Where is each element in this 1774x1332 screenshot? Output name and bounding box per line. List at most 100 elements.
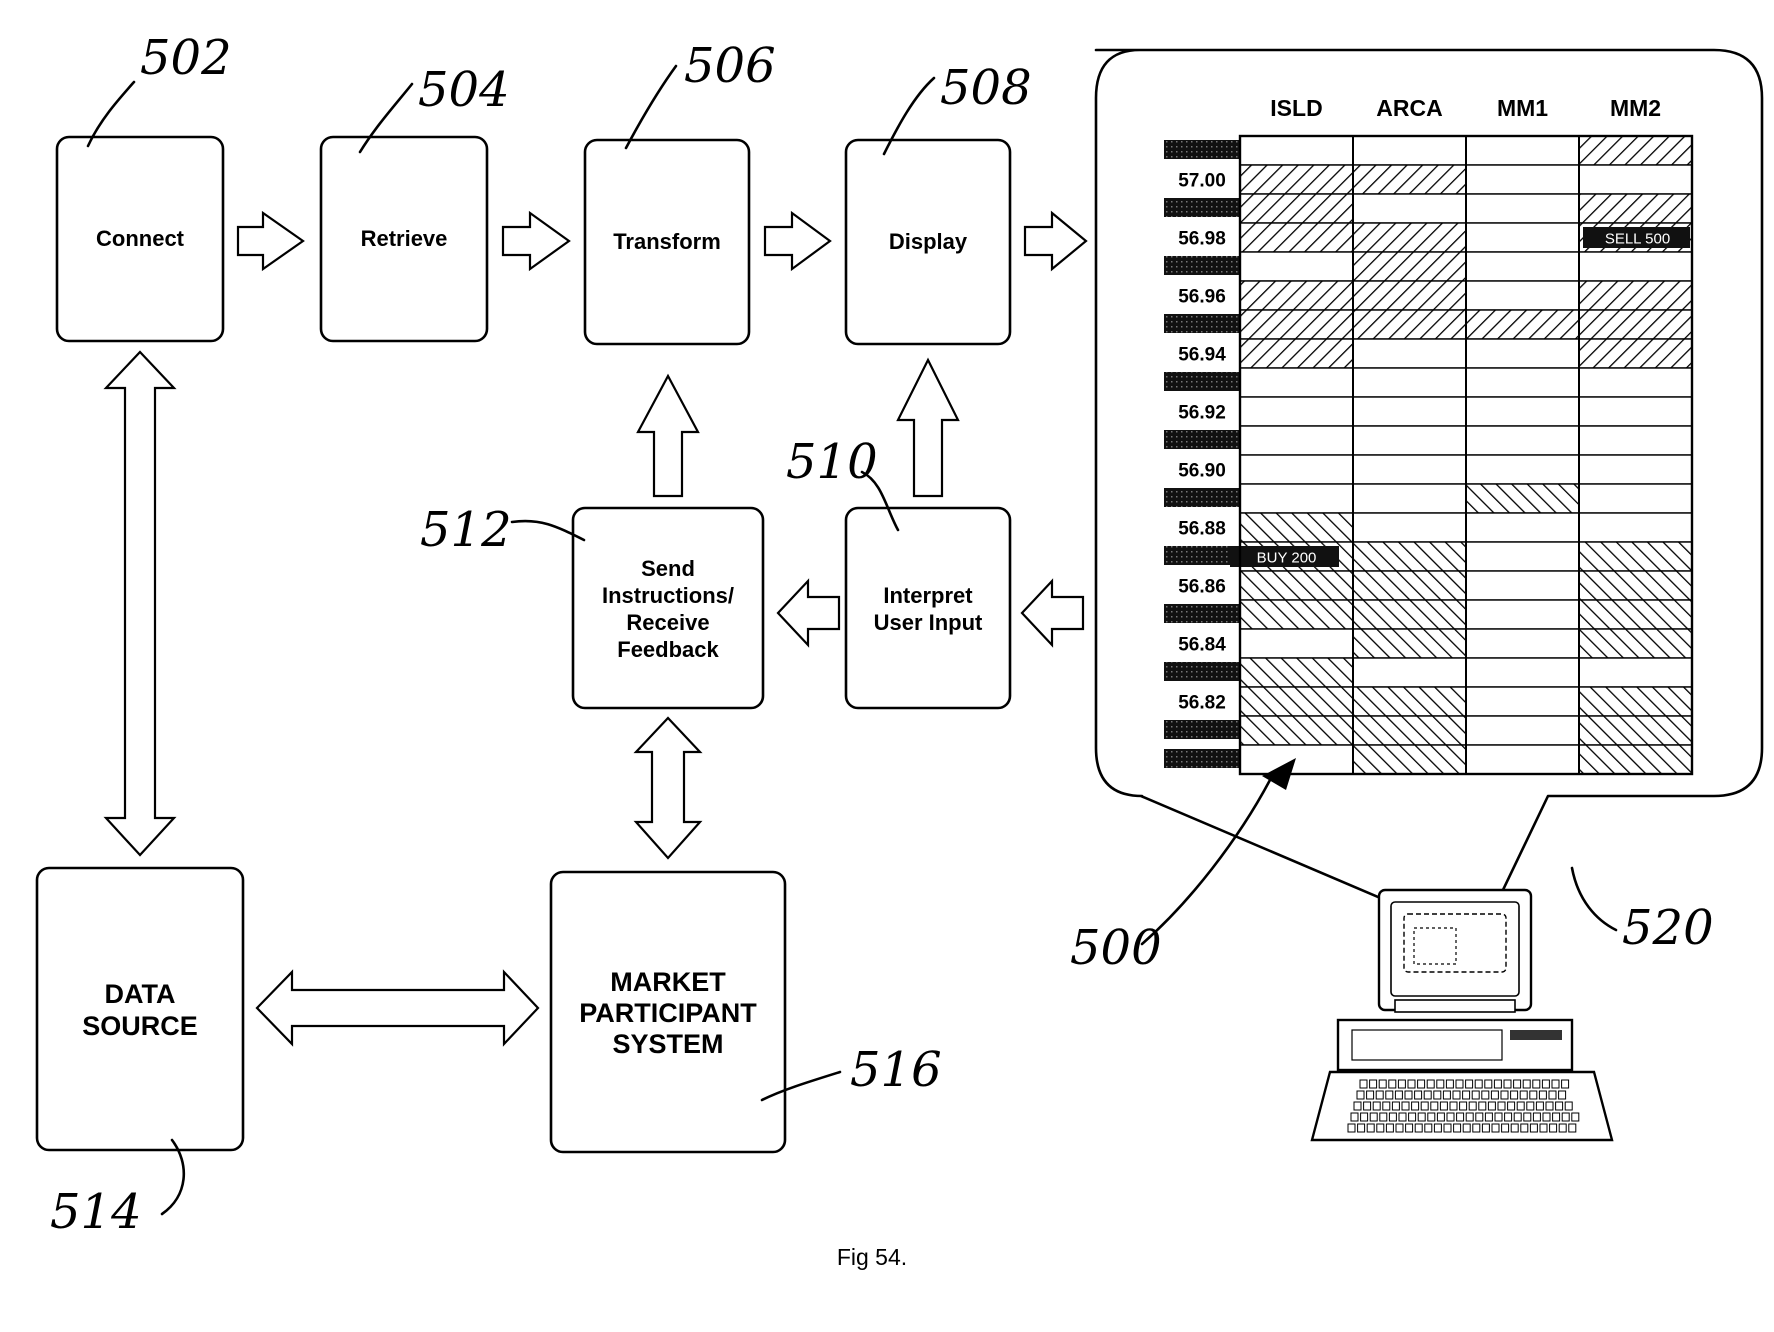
send-label-line2: Instructions/ [602, 583, 734, 608]
grid-cell [1240, 252, 1353, 281]
retrieve-box: Retrieve [321, 137, 487, 341]
market-participant-box: MARKET PARTICIPANT SYSTEM [551, 872, 785, 1152]
keyboard-key [1488, 1102, 1495, 1110]
price-separator-bar [1164, 720, 1240, 739]
keyboard-key [1505, 1113, 1512, 1121]
grid-cell [1353, 223, 1466, 252]
keyboard-key [1409, 1113, 1416, 1121]
grid-cell [1466, 542, 1579, 571]
grid-cell [1579, 542, 1692, 571]
grid-cell [1579, 397, 1692, 426]
grid-cell [1466, 687, 1579, 716]
keyboard-key [1466, 1080, 1473, 1088]
keyboard-key [1431, 1102, 1438, 1110]
price-label: 56.86 [1178, 577, 1226, 598]
grid-cell [1466, 368, 1579, 397]
ref-506: 506 [684, 38, 776, 94]
grid-cell [1579, 426, 1692, 455]
keyboard-key [1540, 1124, 1547, 1132]
grid-cell [1240, 716, 1353, 745]
grid-cell [1466, 600, 1579, 629]
keyboard-key [1559, 1091, 1566, 1099]
arrow-connect-datasource [106, 352, 174, 855]
keyboard-key [1453, 1091, 1460, 1099]
keyboard-key [1415, 1124, 1422, 1132]
keyboard-key [1460, 1102, 1467, 1110]
connect-label: Connect [96, 226, 185, 251]
grid-cell [1466, 426, 1579, 455]
grid-cell [1353, 629, 1466, 658]
keyboard-key [1408, 1080, 1415, 1088]
keyboard-key [1360, 1080, 1367, 1088]
grid-cell [1579, 252, 1692, 281]
leader-520 [1572, 868, 1616, 930]
grid-cell [1240, 223, 1353, 252]
ref-516: 516 [850, 1042, 942, 1098]
grid-cell [1240, 426, 1353, 455]
grid-cell [1353, 600, 1466, 629]
keyboard-key [1370, 1080, 1377, 1088]
ref-504: 504 [418, 62, 510, 118]
transform-label: Transform [613, 229, 721, 254]
ref-502: 502 [140, 30, 232, 86]
grid-cell [1466, 165, 1579, 194]
keyboard-key [1494, 1080, 1501, 1088]
keyboard-key [1406, 1124, 1413, 1132]
grid-cell [1579, 629, 1692, 658]
column-header-isld: ISLD [1270, 95, 1322, 121]
keyboard-key [1559, 1124, 1566, 1132]
keyboard-key [1485, 1080, 1492, 1088]
price-separator-bar [1164, 140, 1240, 159]
price-separator-bar [1164, 488, 1240, 507]
keyboard-key [1543, 1113, 1550, 1121]
ref-510: 510 [786, 434, 878, 490]
grid-cell [1579, 600, 1692, 629]
buy-order-label: BUY 200 [1257, 550, 1317, 567]
grid-cell [1466, 310, 1579, 339]
grid-cell [1466, 339, 1579, 368]
grid-cell [1240, 397, 1353, 426]
arrow-display-screen [1025, 213, 1086, 269]
price-separator-bar [1164, 546, 1240, 565]
keyboard-key [1475, 1080, 1482, 1088]
keyboard-key [1367, 1124, 1374, 1132]
keyboard-key [1434, 1091, 1441, 1099]
keyboard-key [1412, 1102, 1419, 1110]
grid-cell [1240, 600, 1353, 629]
keyboard-key [1539, 1091, 1546, 1099]
grid-cell [1353, 687, 1466, 716]
grid-cell [1240, 484, 1353, 513]
keyboard-key [1466, 1113, 1473, 1121]
arrow-interpret-display [898, 360, 958, 496]
keyboard-key [1514, 1113, 1521, 1121]
keyboard-key [1520, 1091, 1527, 1099]
keyboard-key [1511, 1124, 1518, 1132]
keyboard-key [1562, 1080, 1569, 1088]
keyboard-key [1418, 1113, 1425, 1121]
grid-cell [1579, 571, 1692, 600]
display-box: Display [846, 140, 1010, 344]
grid-cell [1466, 223, 1579, 252]
keyboard-key [1524, 1113, 1531, 1121]
price-separator-bar [1164, 198, 1240, 217]
column-header-mm2: MM2 [1610, 95, 1661, 121]
grid-cell [1240, 455, 1353, 484]
price-separator-bar [1164, 662, 1240, 681]
keyboard-key [1450, 1102, 1457, 1110]
keyboard-key [1533, 1080, 1540, 1088]
keyboard-key [1389, 1080, 1396, 1088]
grid-cell [1353, 571, 1466, 600]
arrow-connect-retrieve [238, 213, 303, 269]
keyboard-key [1421, 1102, 1428, 1110]
keyboard-key [1434, 1124, 1441, 1132]
keyboard-key [1386, 1091, 1393, 1099]
keyboard-key [1456, 1080, 1463, 1088]
keyboard-key [1565, 1102, 1572, 1110]
keyboard-key [1542, 1080, 1549, 1088]
keyboard-key [1457, 1113, 1464, 1121]
data-source-box: DATA SOURCE [37, 868, 243, 1150]
price-separator-bar [1164, 749, 1240, 768]
price-label: 56.92 [1178, 403, 1226, 424]
keyboard-key [1402, 1102, 1409, 1110]
arrow-interpret-send [778, 581, 839, 645]
